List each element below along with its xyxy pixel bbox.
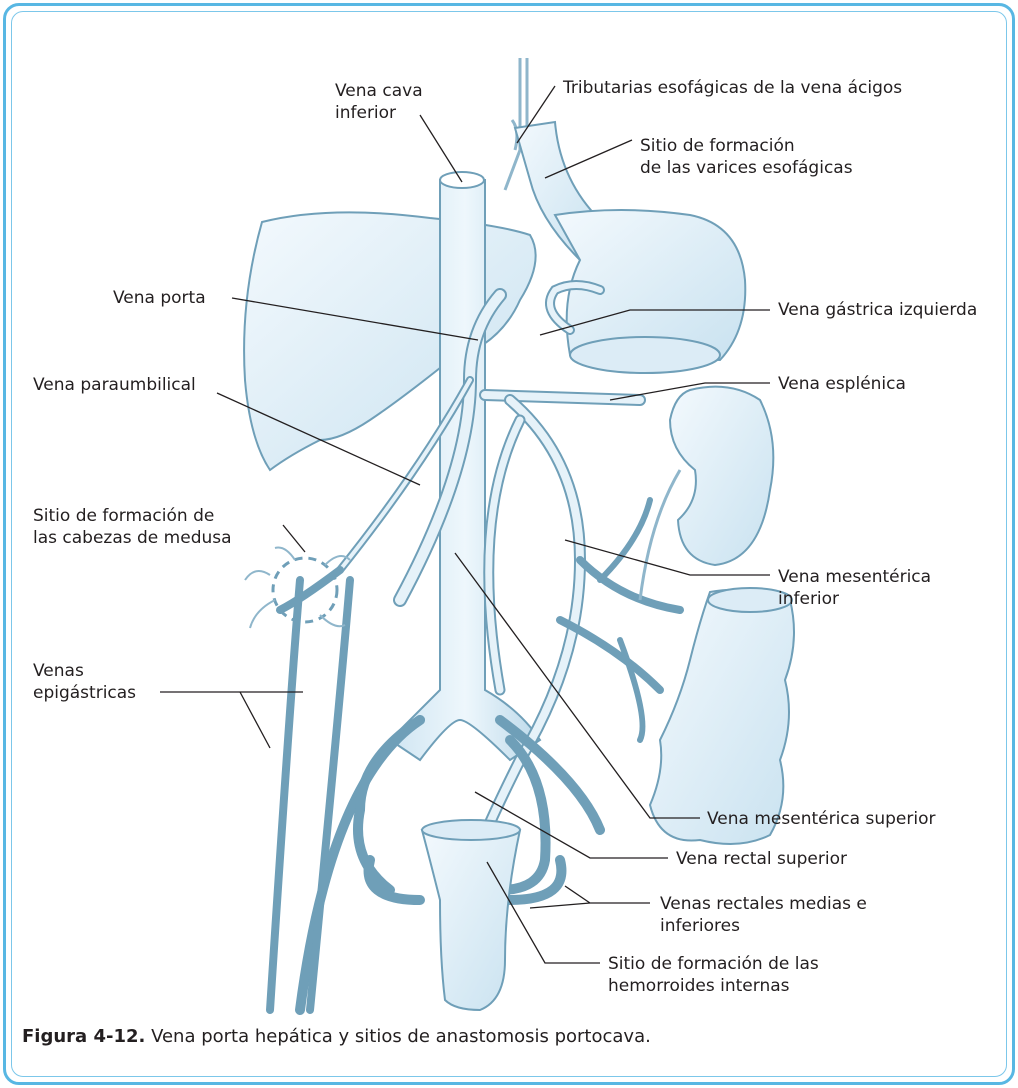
label-rectal-sup: Vena rectal superior (676, 848, 847, 870)
label-medusa-line2: las cabezas de medusa (33, 527, 232, 549)
label-vena-paraumbilical: Vena paraumbilical (33, 374, 196, 396)
ivc-opening (440, 172, 484, 188)
colon (650, 590, 794, 844)
label-vena-esplenica: Vena esplénica (778, 373, 906, 395)
label-rectales-mi-line2: inferiores (660, 915, 740, 937)
label-mesenterica-inf-line1: Vena mesentérica (778, 566, 931, 588)
label-hemorroides-line2: hemorroides internas (608, 975, 790, 997)
label-hemorroides-line1: Sitio de formación de las (608, 953, 819, 975)
label-sitio-varices-line1: Sitio de formación (640, 135, 795, 157)
label-sitio-varices-line2: de las varices esofágicas (640, 157, 853, 179)
caption-text: Vena porta hepática y sitios de anastomo… (145, 1026, 651, 1047)
label-rectales-mi-line1: Venas rectales medias e (660, 893, 867, 915)
label-mesenterica-inf-line2: inferior (778, 588, 839, 610)
label-vena-porta: Vena porta (113, 287, 206, 309)
caption-number: Figura 4-12. (22, 1026, 145, 1047)
label-vena-gastrica: Vena gástrica izquierda (778, 299, 977, 321)
rectum (422, 830, 520, 1010)
label-tributarias: Tributarias esofágicas de la vena ácigos (563, 77, 902, 99)
kidney (670, 387, 773, 565)
ureter (640, 470, 680, 600)
liver (244, 212, 536, 470)
label-medusa-line1: Sitio de formación de (33, 505, 214, 527)
azygos-tributaries (505, 58, 527, 190)
figure-caption: Figura 4-12. Vena porta hepática y sitio… (22, 1025, 651, 1049)
stomach-opening (570, 337, 720, 373)
rectum-opening (422, 820, 520, 840)
label-vena-cava-line1: Vena cava (335, 80, 423, 102)
label-epigastricas-line1: Venas (33, 660, 84, 682)
label-mesenterica-sup: Vena mesentérica superior (707, 808, 935, 830)
label-vena-cava-line2: inferior (335, 102, 396, 124)
label-epigastricas-line2: epigástricas (33, 682, 136, 704)
